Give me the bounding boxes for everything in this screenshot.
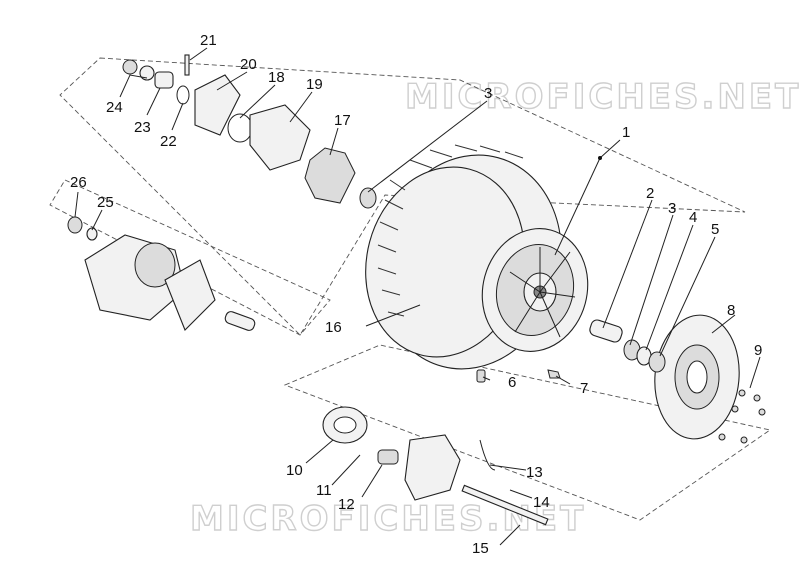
callout-12: 12 (338, 496, 355, 513)
lower-assembly-frame (283, 344, 772, 521)
callout-9: 9 (754, 342, 762, 359)
callout-20: 20 (240, 56, 257, 73)
callout-5: 5 (711, 221, 719, 238)
callout-14: 14 (533, 494, 550, 511)
callout-1: 1 (622, 124, 630, 141)
callout-21: 21 (200, 32, 217, 49)
callout-23: 23 (134, 119, 151, 136)
upper-assembly-frame (59, 57, 746, 336)
axle-spacers (589, 319, 666, 373)
callout-25: 25 (97, 194, 114, 211)
callout-22: 22 (160, 133, 177, 150)
wheel-rim (481, 228, 589, 352)
callout-15: 15 (472, 540, 489, 557)
hub-parts (122, 54, 377, 209)
watermark-bottom: MICROFICHES.NET (190, 499, 586, 539)
callout-10: 10 (286, 462, 303, 479)
callout-26: 26 (70, 174, 87, 191)
watermark-top: MICROFICHES.NET (405, 77, 800, 117)
leader-lines (74, 47, 761, 546)
callout-8: 8 (727, 302, 735, 319)
callout-19: 19 (306, 76, 323, 93)
callout-3-axle: 3 (668, 200, 676, 217)
brake-caliper (322, 406, 549, 526)
callout-11: 11 (316, 482, 332, 499)
callout-6: 6 (508, 374, 516, 391)
callout-16: 16 (325, 319, 342, 336)
callout-18: 18 (268, 69, 285, 86)
callout-17: 17 (334, 112, 351, 129)
left-assembly-frame (49, 179, 331, 336)
callout-2: 2 (646, 185, 654, 202)
final-drive-housing (67, 216, 256, 331)
brake-disc (654, 314, 740, 440)
callout-13: 13 (526, 464, 543, 481)
callout-labels: 1 2 3 4 5 3 6 7 8 9 10 11 12 13 14 15 16… (70, 32, 762, 557)
callout-24: 24 (106, 99, 123, 116)
small-fasteners (476, 369, 766, 444)
callout-3-hub: 3 (484, 85, 492, 102)
callout-7: 7 (580, 380, 588, 397)
callout-4: 4 (689, 209, 697, 226)
